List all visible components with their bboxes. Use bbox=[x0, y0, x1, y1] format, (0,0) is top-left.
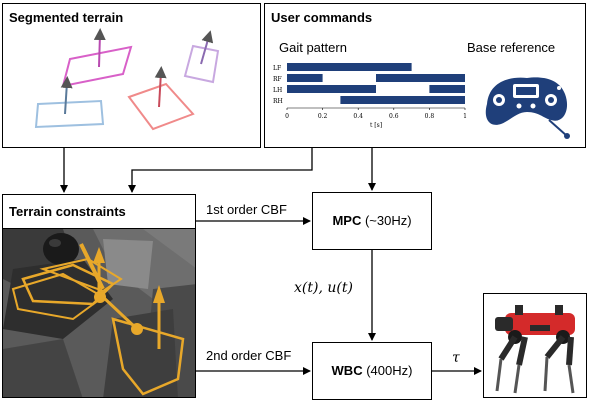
magenta-plane bbox=[61, 45, 133, 88]
gait-x-axis-label: t [s] bbox=[370, 122, 382, 129]
mpc-block: MPC (~30Hz) bbox=[312, 192, 432, 250]
edge-label-torque: τ bbox=[452, 350, 460, 366]
arrow-user-to-constraints bbox=[128, 148, 313, 193]
gait-leg-label: RF bbox=[273, 76, 282, 83]
gait-stance-bar bbox=[287, 74, 323, 82]
gait-x-tick-label: 0.8 bbox=[425, 113, 435, 120]
wbc-name: WBC bbox=[331, 363, 363, 378]
gait-pattern-label: Gait pattern bbox=[279, 40, 347, 55]
segmented-terrain-panel: Segmented terrain bbox=[2, 3, 261, 148]
terrain-constraints-panel: Terrain constraints bbox=[2, 194, 196, 398]
gait-x-tick-label: 0 bbox=[285, 113, 289, 120]
red-normal-arrow bbox=[154, 66, 167, 108]
gait-x-tick-label: 0.4 bbox=[353, 113, 363, 120]
robot-image-frame bbox=[483, 293, 587, 398]
wbc-block: WBC (400Hz) bbox=[312, 342, 432, 400]
wbc-label: WBC (400Hz) bbox=[313, 363, 431, 378]
blue-plane bbox=[34, 99, 105, 129]
purple-normal-arrow bbox=[200, 30, 214, 65]
gait-leg-label: LF bbox=[273, 65, 281, 72]
mpc-rate: (~30Hz) bbox=[364, 213, 412, 228]
mpc-name: MPC bbox=[332, 213, 362, 228]
edge-label-cbf1: 1st order CBF bbox=[206, 202, 287, 217]
wbc-rate: (400Hz) bbox=[366, 363, 413, 378]
gait-stance-bar bbox=[376, 74, 465, 82]
gait-leg-label: LH bbox=[273, 87, 282, 94]
gait-x-tick-label: 1 bbox=[463, 113, 467, 120]
base-reference-label: Base reference bbox=[467, 40, 556, 55]
quadruped-robot-image bbox=[485, 295, 585, 397]
gait-x-tick-label: 0.2 bbox=[318, 113, 328, 120]
mpc-label: MPC (~30Hz) bbox=[313, 213, 431, 228]
magenta-normal-arrow bbox=[93, 28, 106, 68]
blue-normal-arrow bbox=[60, 76, 73, 115]
gait-stance-bar bbox=[287, 85, 376, 93]
edge-label-cbf2: 2nd order CBF bbox=[206, 348, 292, 363]
red-plane bbox=[127, 82, 195, 131]
user-commands-title: User commands bbox=[271, 10, 373, 25]
gait-pattern-chart: LF RF LH RH 0 0.2 0.4 0.6 0.8 1 t [s] bbox=[273, 63, 467, 129]
edge-label-state-input: x(t), u(t) bbox=[294, 280, 353, 296]
joystick-controller-icon bbox=[485, 77, 570, 139]
terrain-constraints-title: Terrain constraints bbox=[9, 204, 126, 219]
gait-leg-label: RH bbox=[273, 98, 283, 105]
gait-stance-bar bbox=[340, 96, 465, 104]
segmented-terrain-title: Segmented terrain bbox=[9, 10, 124, 25]
terrain-render-image bbox=[3, 229, 195, 397]
gait-stance-bar bbox=[287, 63, 412, 71]
terrain-title-bar: Terrain constraints bbox=[3, 195, 195, 229]
user-commands-panel: User commands Gait pattern Base referenc… bbox=[264, 3, 586, 148]
gait-stance-bar bbox=[429, 85, 465, 93]
purple-plane bbox=[183, 44, 220, 84]
gait-x-tick-label: 0.6 bbox=[389, 113, 399, 120]
terrain-planes-illustration bbox=[34, 28, 220, 131]
